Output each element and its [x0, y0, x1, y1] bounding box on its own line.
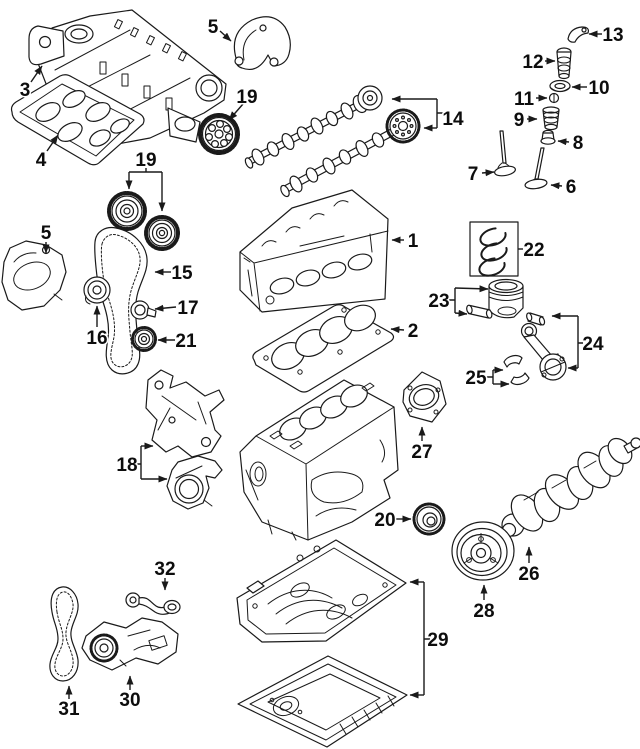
- callout-3: 3: [20, 80, 31, 101]
- callout-30: 30: [119, 690, 140, 711]
- callout-27: 27: [411, 442, 432, 463]
- callout-20: 20: [374, 510, 395, 531]
- rocker-arm: [567, 26, 589, 43]
- camshaft-sprocket: [198, 113, 240, 155]
- spring-retainer: [549, 79, 571, 93]
- callout-19-gears: 19: [135, 150, 156, 171]
- valve-spring: [542, 106, 560, 131]
- rod-bushing: [526, 312, 546, 326]
- valve-stem-seal: [540, 129, 556, 145]
- callout-22: 22: [523, 240, 544, 261]
- valve-keeper: [548, 92, 560, 104]
- rod-bearings: [503, 354, 530, 386]
- callout-labels: 3 4 5 19 19 14 13 12 10 11 9 8 7 6 1 2 2…: [18, 16, 625, 722]
- callout-13: 13: [602, 25, 623, 46]
- camshaft-cover: [233, 16, 291, 71]
- callout-28: 28: [473, 601, 494, 622]
- callout-29: 29: [427, 630, 448, 651]
- front-cover-upper: [145, 369, 225, 458]
- callout-16: 16: [86, 328, 107, 349]
- callout-14: 14: [442, 109, 464, 130]
- timing-cover-small: [1, 240, 67, 311]
- callout-18: 18: [116, 455, 137, 476]
- oil-pickup-tube: [125, 592, 181, 615]
- callout-6: 6: [566, 177, 577, 198]
- piston-pin: [466, 304, 493, 319]
- callout-25: 25: [465, 368, 487, 389]
- callout-5-top: 5: [208, 17, 219, 38]
- callout-5-left: 5: [41, 223, 52, 244]
- crankshaft: [501, 437, 640, 538]
- callout-17: 17: [177, 298, 198, 319]
- hydraulic-lifter: [556, 47, 572, 80]
- front-cover-lower: [166, 455, 223, 510]
- head-gasket: [252, 304, 395, 393]
- tensioner-gear: [131, 326, 157, 352]
- oil-pump-belt: [49, 586, 79, 682]
- callout-leaders: [30, 30, 602, 699]
- callout-21: 21: [175, 331, 197, 352]
- intake-valve: [494, 130, 516, 177]
- callout-32: 32: [154, 559, 175, 580]
- oil-pump: [81, 617, 179, 671]
- piston-ring-set: [469, 221, 519, 277]
- oil-pan-lower: [237, 655, 408, 748]
- callout-23: 23: [428, 291, 449, 312]
- valve-cover-gasket: [10, 74, 145, 166]
- crankshaft-pulley: [451, 521, 515, 581]
- cylinder-head: [239, 189, 389, 313]
- callout-8: 8: [573, 133, 584, 154]
- callout-31: 31: [58, 699, 80, 720]
- callout-1: 1: [408, 231, 419, 252]
- connecting-rod: [520, 322, 567, 381]
- belt-tensioner: [83, 276, 111, 305]
- callout-15: 15: [171, 263, 193, 284]
- callout-9: 9: [514, 110, 525, 131]
- camshaft-exhaust: [280, 108, 421, 198]
- callout-24: 24: [582, 334, 604, 355]
- callout-2: 2: [408, 321, 419, 342]
- callout-7: 7: [468, 164, 479, 185]
- callout-12: 12: [522, 52, 543, 73]
- piston: [488, 278, 524, 319]
- rear-main-seal: [402, 371, 447, 423]
- oil-pump-sprocket: [412, 502, 446, 536]
- exhaust-valve: [524, 147, 548, 190]
- engine-block: [239, 379, 399, 541]
- callout-19-sprocket: 19: [236, 87, 257, 108]
- camshaft-intake: [244, 85, 383, 169]
- callout-4: 4: [36, 150, 47, 171]
- timing-gear-pair: [107, 191, 180, 251]
- callout-10: 10: [588, 78, 609, 99]
- oil-pan-upper: [236, 539, 407, 643]
- callout-26: 26: [518, 564, 539, 585]
- callout-11: 11: [514, 89, 535, 110]
- idler-roller: [130, 300, 157, 320]
